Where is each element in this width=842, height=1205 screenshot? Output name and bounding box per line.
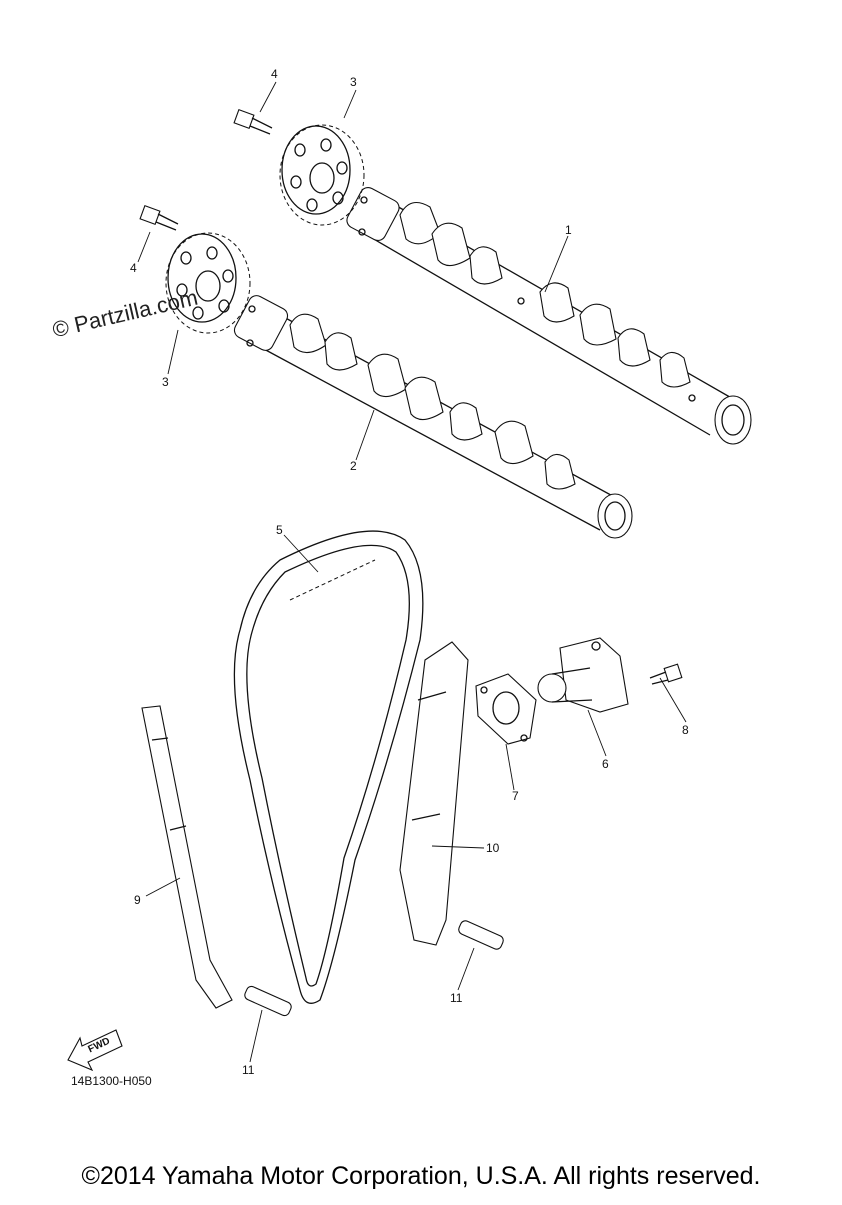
copyright-notice: ©2014 Yamaha Motor Corporation, U.S.A. A… [81, 1162, 761, 1190]
cam-sprocket-upper[interactable] [279, 124, 365, 226]
callout-4-upper[interactable]: 4 [271, 67, 278, 81]
callout-5[interactable]: 5 [276, 523, 283, 537]
callout-1[interactable]: 1 [565, 223, 572, 237]
camshaft-exhaust[interactable] [344, 185, 752, 445]
callout-9[interactable]: 9 [134, 893, 141, 907]
callout-2[interactable]: 2 [350, 459, 357, 473]
sprocket-bolt-upper[interactable] [233, 108, 273, 135]
tensioner-gasket[interactable] [475, 673, 537, 745]
guide-pin-left[interactable] [243, 985, 293, 1017]
chain-guide-right[interactable] [399, 641, 505, 951]
tensioner-bolt[interactable] [649, 663, 683, 685]
timing-chain[interactable] [233, 530, 424, 1004]
camshaft-intake[interactable] [232, 293, 633, 539]
callout-10[interactable]: 10 [486, 841, 500, 855]
chain-tensioner[interactable] [537, 637, 629, 713]
chain-guide-left[interactable] [141, 705, 293, 1017]
fwd-arrow-icon [67, 1029, 123, 1072]
callout-11-right[interactable]: 11 [450, 991, 463, 1005]
callout-8[interactable]: 8 [682, 723, 689, 737]
leader-lines [137, 81, 687, 1063]
callout-6[interactable]: 6 [602, 757, 609, 771]
callout-3-upper[interactable]: 3 [350, 75, 357, 89]
callout-3-lower[interactable]: 3 [162, 375, 169, 389]
drawing-code: 14B1300-H050 [71, 1074, 152, 1088]
guide-pin-right[interactable] [457, 919, 505, 950]
callout-4-lower[interactable]: 4 [130, 261, 137, 275]
cam-sprocket-lower[interactable] [165, 232, 251, 334]
callout-11-left[interactable]: 11 [242, 1063, 255, 1077]
sprocket-bolt-lower[interactable] [139, 204, 179, 231]
callout-7[interactable]: 7 [512, 789, 519, 803]
